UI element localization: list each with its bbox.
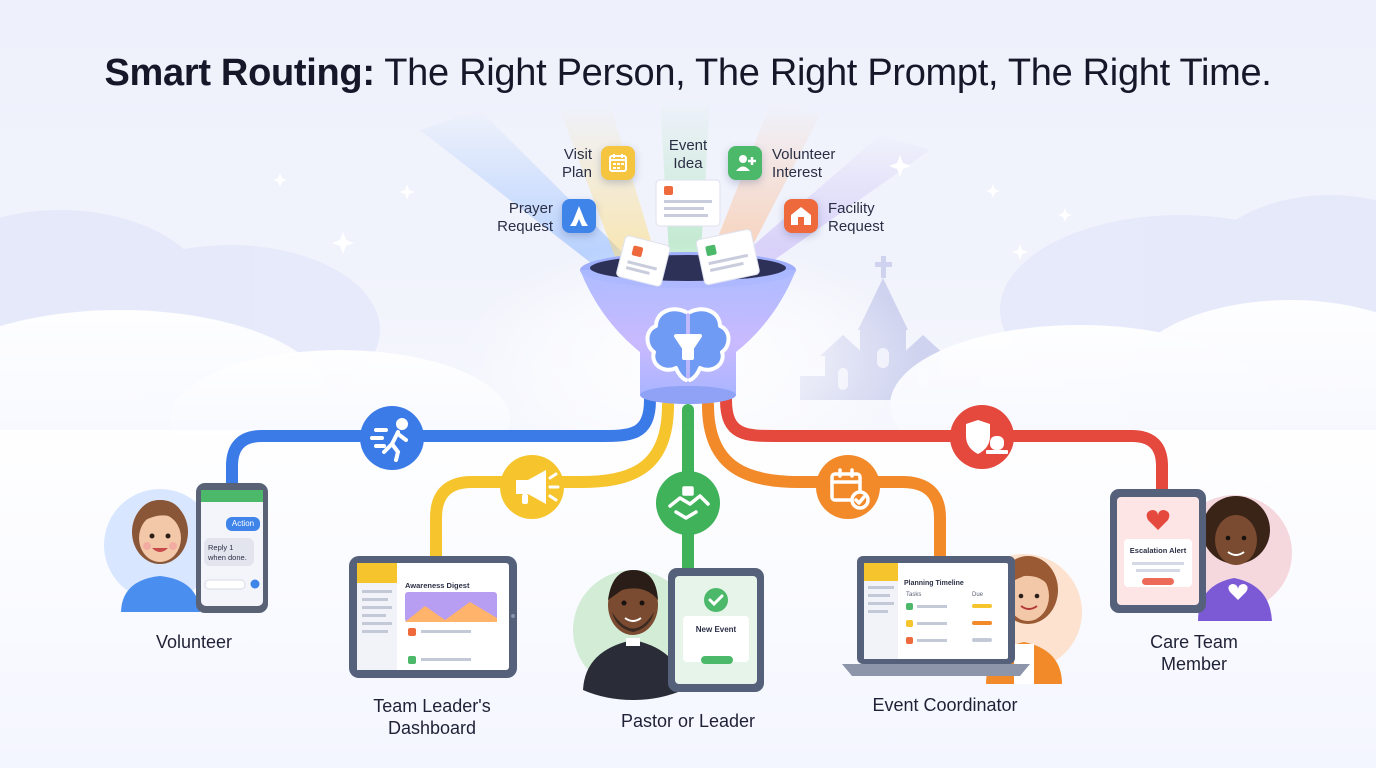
volunteer-phone (196, 483, 268, 613)
care-team-label-line2: Member (1160, 654, 1227, 674)
funnel-cards (616, 179, 760, 287)
page-title: Smart Routing: The Right Person, The Rig… (0, 52, 1376, 95)
event-coordinator-label: Event Coordinator (872, 695, 1018, 715)
building-icon (784, 199, 818, 233)
route-line-care-team (720, 394, 1168, 498)
event-idea-label: Event Idea (658, 137, 718, 173)
prayer-request-label-line2: Request (497, 218, 553, 235)
escalation-alert-title: Escalation Alert (1129, 546, 1187, 555)
timeline-col-tasks: Tasks (906, 592, 922, 598)
route-line-event-coordinator (702, 399, 946, 566)
calendar-icon (601, 146, 635, 180)
title-rest: The Right Person, The Right Prompt, The … (374, 52, 1272, 94)
facility-request-label-line2: Request (828, 218, 884, 235)
volunteer-interest-label-line1: Volunteer (772, 146, 836, 163)
care-team-label: Care Team Member (1114, 631, 1274, 675)
light-beams (420, 100, 930, 270)
pastor-label: Pastor or Leader (620, 711, 756, 731)
phone-reply-line2: when done. (208, 553, 247, 562)
add-person-icon (728, 146, 762, 180)
phone-reply-line1: Reply 1 (208, 543, 234, 552)
event-idea-label-line2: Idea (673, 155, 703, 172)
praying-hands-icon (562, 199, 596, 233)
phone-reply-bubble: Reply 1 when done. (208, 543, 254, 563)
new-event-title: New Event (695, 625, 737, 634)
planning-timeline-title: Planning Timeline (904, 580, 964, 587)
team-leader-label-line1: Team Leader's (373, 696, 491, 716)
event-coordinator-laptop (842, 556, 1030, 676)
brain-funnel-icon (645, 307, 731, 382)
title-bold: Smart Routing: (104, 52, 375, 94)
team-leader-label: Team Leader's Dashboard (342, 695, 522, 739)
volunteer-interest-label-line2: Interest (772, 164, 823, 181)
team-leader-label-line2: Dashboard (387, 718, 477, 738)
pastor-tablet (668, 568, 764, 692)
facility-request-label-line1: Facility (828, 200, 875, 217)
volunteer-avatar (104, 489, 216, 612)
facility-request-label: Facility Request (828, 200, 908, 236)
visit-plan-label-line1: Visit (563, 146, 592, 163)
care-team-tablet (1110, 489, 1206, 613)
route-line-team-leader (430, 399, 674, 566)
prayer-request-label: Prayer Request (480, 200, 553, 236)
team-leader-tablet (349, 556, 517, 678)
volunteer-interest-label: Volunteer Interest (772, 146, 862, 182)
timeline-col-due: Due (972, 592, 984, 598)
sparkles (273, 155, 1072, 260)
visit-plan-label-line2: Plan (561, 164, 592, 181)
volunteer-label: Volunteer (155, 632, 233, 652)
care-team-label-line1: Care Team (1150, 632, 1238, 652)
route-nodes (360, 405, 1014, 535)
route-line-volunteer (226, 394, 656, 496)
visit-plan-label: Visit Plan (530, 146, 592, 182)
event-idea-label-line1: Event (668, 137, 708, 154)
running-person-icon (360, 406, 424, 470)
pastor-avatar (573, 570, 693, 700)
phone-action-bubble: Action (231, 519, 255, 528)
prayer-request-label-line1: Prayer (508, 200, 553, 217)
awareness-digest-title: Awareness Digest (405, 581, 470, 590)
